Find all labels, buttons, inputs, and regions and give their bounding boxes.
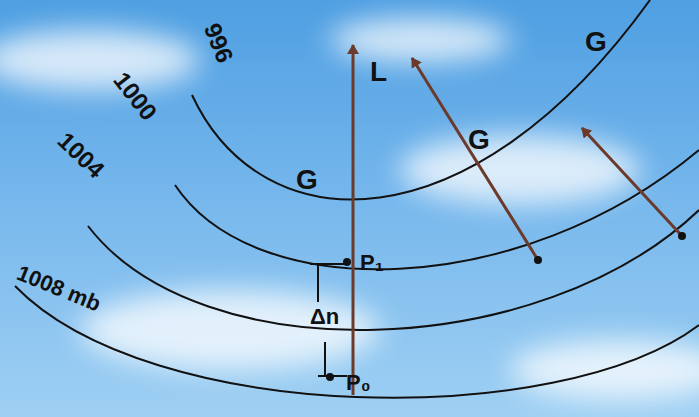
delta-n-bracket [310, 264, 347, 376]
isobars [15, 0, 699, 398]
point-label: P₀ [346, 372, 371, 394]
point-label: P₁ [360, 252, 384, 274]
vector-label: G [585, 28, 607, 56]
vector-label: G [296, 166, 318, 194]
isobar-value: 996 [200, 20, 237, 66]
points [326, 232, 686, 381]
isobar-value: 1004 [53, 128, 108, 182]
vector-label: L [370, 58, 387, 86]
isobar-value: 1008 mb [14, 262, 104, 315]
clouds [0, 18, 699, 400]
distance-label: Δn [310, 306, 339, 328]
vector-label: G [468, 126, 490, 154]
gradient-arrows [353, 45, 682, 395]
